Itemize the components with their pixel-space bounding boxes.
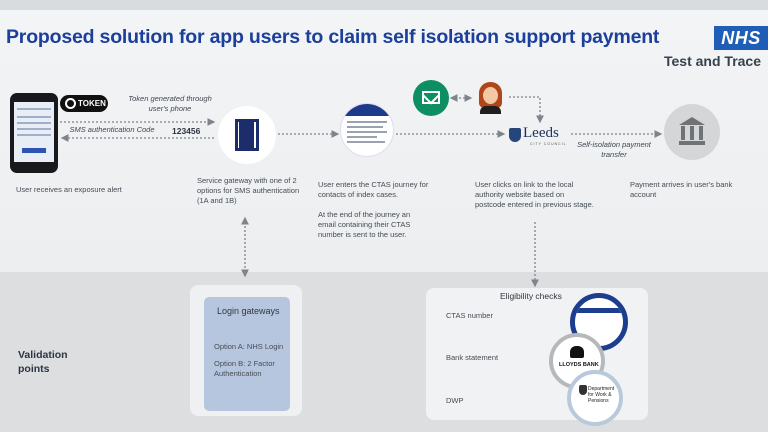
login-gateways-inner <box>204 297 290 411</box>
email-icon <box>413 80 449 116</box>
step-local-authority: User clicks on link to the local authori… <box>475 180 594 209</box>
login-option-b: Option B: 2 Factor Authentication <box>214 359 275 378</box>
ctas-page-icon <box>340 103 394 157</box>
step-service-gateway: Service gateway with one of 2 options fo… <box>197 176 300 205</box>
payment-transfer-label: Self-isolation payment transfer <box>577 140 651 159</box>
person-icon <box>474 80 507 114</box>
eligibility-item-ctas: CTAS number <box>446 311 493 320</box>
step-ctas-journey: User enters the CTAS journey for contact… <box>318 180 429 199</box>
nhs-logo: NHS <box>714 26 768 50</box>
leeds-crest-icon <box>509 128 521 142</box>
token-ring-icon <box>65 98 76 109</box>
phone-image <box>10 93 58 173</box>
step-email-sent: At the end of the journey an email conta… <box>318 210 411 239</box>
bank-icon <box>664 104 720 160</box>
step-exposure-alert: User receives an exposure alert <box>16 185 122 194</box>
horse-icon <box>570 346 584 358</box>
login-gateways-title: Login gateways <box>217 306 280 316</box>
token-label: Token generated through user's phone <box>128 94 212 113</box>
step-payment-arrives: Payment arrives in user's bank account <box>630 180 733 199</box>
sms-label: SMS authentication Code <box>69 125 155 134</box>
leeds-logo: Leeds <box>523 125 559 141</box>
eligibility-item-bank: Bank statement <box>446 353 499 362</box>
dwp-logo: Department for Work & Pensions <box>567 370 623 426</box>
validation-points-label: Validation points <box>18 349 68 375</box>
token-badge: TOKEN <box>60 95 108 112</box>
page-title: Proposed solution for app users to claim… <box>6 26 660 48</box>
eligibility-title: Eligibility checks <box>500 291 562 301</box>
test-and-trace-label: Test and Trace <box>664 53 762 69</box>
leeds-council-label: CITY COUNCIL <box>530 142 567 146</box>
arrow-person-to-leeds <box>509 96 544 124</box>
sms-code: 123456 <box>172 126 201 136</box>
eligibility-item-dwp: DWP <box>446 396 464 405</box>
door-icon <box>218 106 276 164</box>
login-gateways-panel <box>190 285 302 416</box>
dwp-crest-icon <box>579 385 587 395</box>
login-option-a: Option A: NHS Login <box>214 342 284 351</box>
